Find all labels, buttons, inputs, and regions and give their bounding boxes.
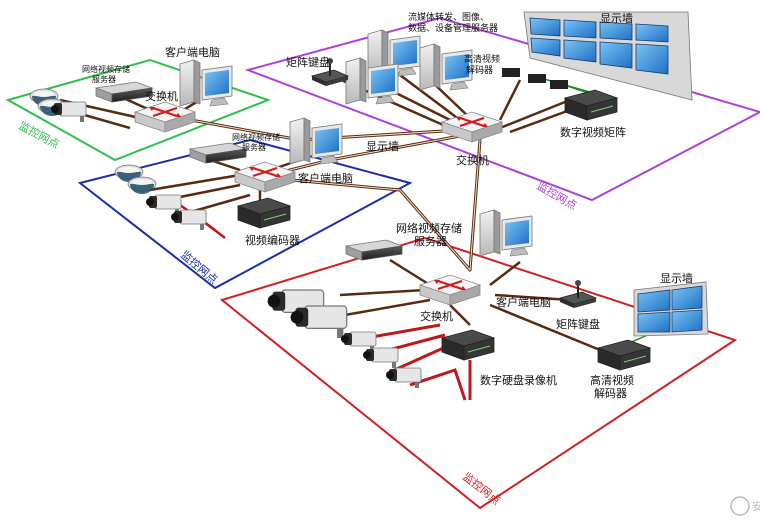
green-client-pc-label: 客户端电脑 <box>165 45 220 59</box>
purple-decoder-label: 高清视频 解码器 <box>464 53 503 76</box>
dvr-box-icon <box>441 329 495 361</box>
red-dvr-label: 数字硬盘录像机 <box>480 373 557 387</box>
blue-nvr-label: 网络视频存储 服务器 <box>232 132 283 152</box>
blue-zone-tag: 监控网点 <box>178 248 221 287</box>
blue-encoder-label: 视频编码器 <box>245 233 300 247</box>
blue-client-pc-label: 客户端电脑 <box>298 171 353 185</box>
computer-icon <box>179 59 233 107</box>
bullet-camera-icon <box>385 367 422 389</box>
computer-icon <box>419 43 473 91</box>
red-decoder-label: 高清视频 解码器 <box>590 373 638 400</box>
server-icon <box>95 81 153 103</box>
dome-camera-icon <box>127 176 157 195</box>
decoder-box-icon <box>597 339 651 371</box>
red-client-pc-label: 客户端电脑 <box>496 295 551 309</box>
purple-decoders <box>502 68 568 89</box>
purple-matrix-label: 数字视频矩阵 <box>560 125 626 139</box>
computer-icon <box>479 209 533 257</box>
red-switch-label: 交换机 <box>420 309 453 323</box>
green-zone: 客户端电脑 网络视频存储 服务器 交换机 监控网点 <box>17 45 233 151</box>
zone-border-green <box>5 58 271 162</box>
red-nvr-label: 网络视频存储 服务器 <box>396 221 466 248</box>
bullet-camera-icon <box>170 209 207 231</box>
purple-keyboard-label: 矩阵键盘 <box>286 55 330 69</box>
purple-switch-label: 交换机 <box>456 153 489 167</box>
network-switch-icon <box>234 161 296 193</box>
video-wall-icon <box>633 281 709 337</box>
green-zone-tag: 监控网点 <box>17 118 62 151</box>
red-display-wall-label: 显示墙 <box>660 271 693 285</box>
zone-border-red <box>219 236 738 510</box>
red-zone: 网络视频存储 服务器 客户端电脑 交换机 矩阵键盘 显示墙 数字硬盘录像机 高清… <box>266 209 709 507</box>
watermark: 安 <box>730 496 760 516</box>
red-keyboard-label: 矩阵键盘 <box>556 317 600 331</box>
video-wall-icon <box>523 11 693 101</box>
matrix-box-icon <box>564 89 618 121</box>
purple-stream-server-label: 流媒体转发、图像、 数据、设备管理服务器 <box>408 11 498 34</box>
server-icon <box>345 239 403 261</box>
bullet-camera-icon <box>289 305 348 339</box>
green-nvr-label: 网络视频存储 服务器 <box>82 64 133 84</box>
encoder-box-icon <box>237 197 291 229</box>
green-switch-label: 交换机 <box>145 89 178 103</box>
purple-zone-tag: 监控网点 <box>535 178 580 212</box>
computer-icon <box>289 117 343 165</box>
center-display-wall-label: 显示墙 <box>366 139 399 153</box>
watermark-text: 安 <box>752 499 760 513</box>
bullet-camera-icon <box>50 101 87 123</box>
red-zone-tag: 监控网点 <box>460 469 503 507</box>
bullet-camera-icon <box>362 347 399 369</box>
server-icon <box>189 142 247 164</box>
purple-display-wall-label: 显示墙 <box>600 11 633 25</box>
